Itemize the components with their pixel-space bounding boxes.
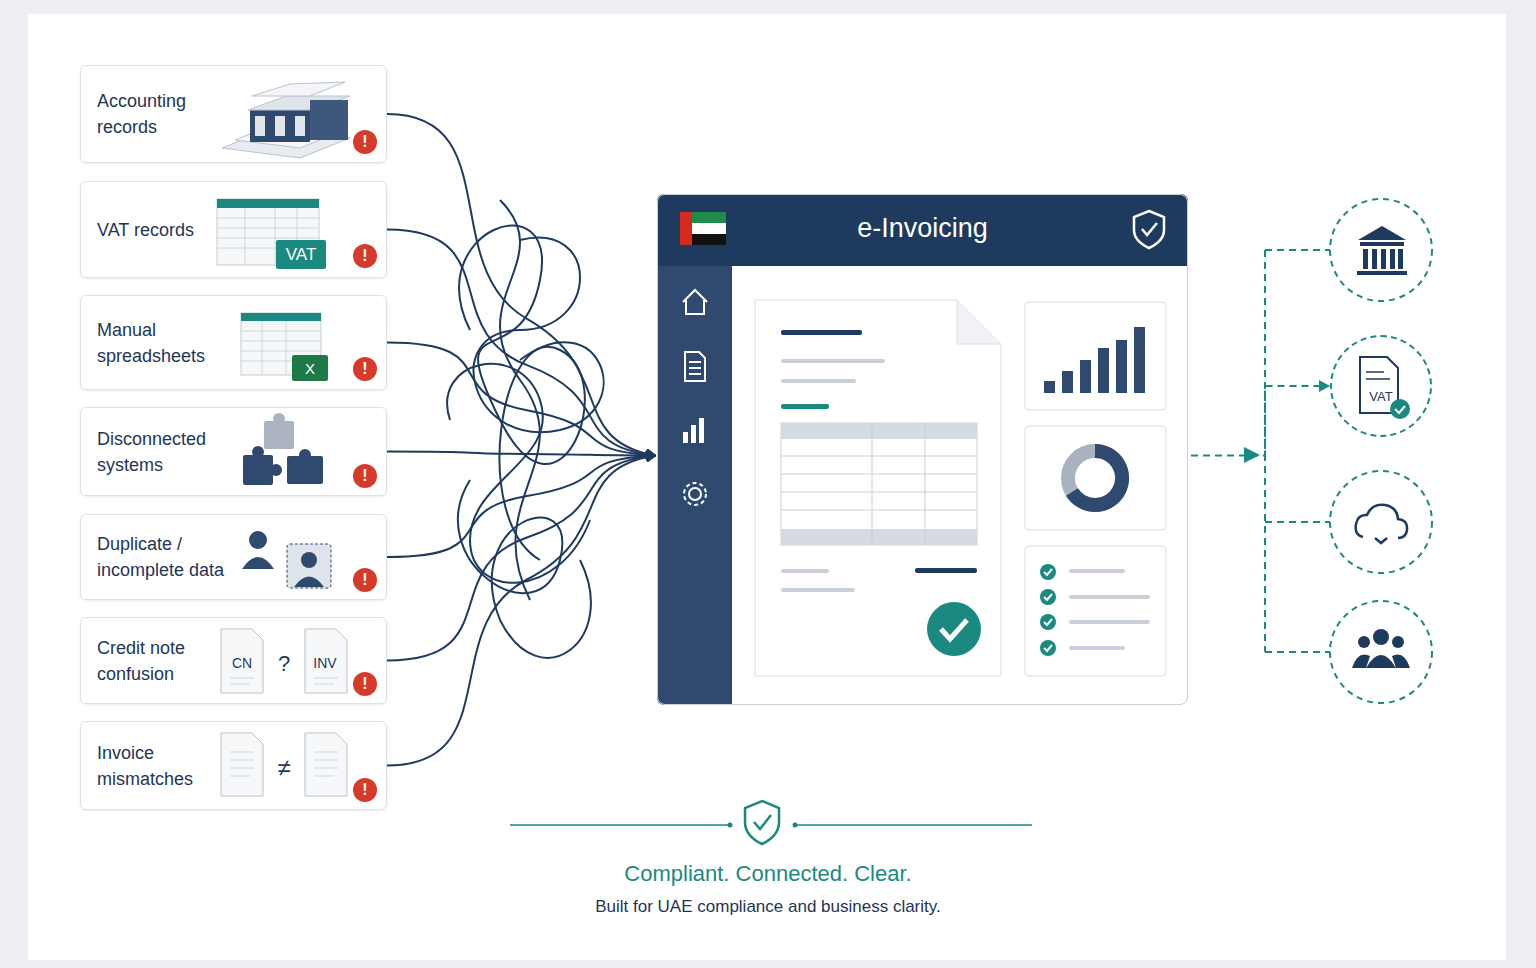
panel-title: e-Invoicing [658,213,1187,244]
tagline-caption: Built for UAE compliance and business cl… [0,897,1536,917]
issue-card: VAT records [80,181,387,278]
warning-mark: ! [362,467,367,485]
tagline-title: Compliant. Connected. Clear. [0,861,1536,887]
issue-card: Disconnected systems [80,407,387,496]
card-label: Credit note confusion [97,635,239,687]
connector [387,456,654,661]
tagline-ornament [510,801,1032,844]
team-icon [1352,629,1410,668]
cloud-icon [1356,505,1407,543]
puzzle-icon [243,413,323,485]
spreadsheet-icon [241,313,328,381]
connector [387,343,654,456]
warning-mark: ! [362,675,367,693]
connector [387,230,654,456]
doc-tag: CN [232,655,252,671]
connector [1191,386,1329,456]
doc-tag: INV [313,655,336,671]
excel-mark: X [305,360,315,377]
card-label: Duplicate / incomplete data [97,531,239,583]
app-panel [657,194,1188,705]
binders-icon [222,82,350,158]
issue-card: Accounting records [80,65,387,163]
card-label: Disconnected systems [97,426,239,478]
warning-dots [353,130,377,802]
warning-mark: ! [362,133,367,151]
warning-mark: ! [362,360,367,378]
vat-tag: VAT [286,245,317,265]
page-ground [28,14,1506,960]
bank-icon [1357,226,1407,275]
circle-label: VAT [1332,389,1430,404]
warning-mark: ! [362,247,367,265]
output-circles [1330,199,1432,703]
card-label: Accounting records [97,88,239,140]
warning-mark: ! [362,781,367,799]
card-label: Manual spreadsheets [97,317,239,369]
connector [387,114,654,456]
connector [387,456,654,766]
issue-card: Duplicate / incomplete data [80,514,387,600]
vat-sheet-icon [217,199,326,269]
card-label: VAT records [97,217,239,243]
output-branches [1265,250,1330,652]
not-equal-sign: ≠ [277,754,290,782]
document-icons [221,629,347,796]
card-label: Invoice mismatches [97,740,239,792]
connector [387,452,654,456]
output-circle: VAT [1330,335,1432,437]
warning-mark: ! [362,571,367,589]
persons-icon [242,531,331,588]
einvoicing-panel: e-Invoicing [657,194,1188,705]
vat-doc-icon [1360,357,1410,419]
question-mark: ? [278,651,290,677]
issue-card: Invoice mismatches [80,721,387,810]
issue-card: Manual spreadsheets [80,295,387,390]
